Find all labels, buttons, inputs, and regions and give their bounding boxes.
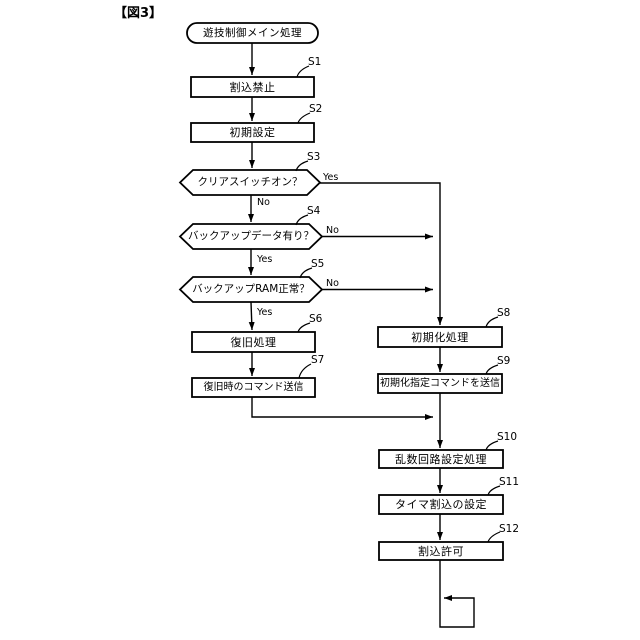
connector-s7-join bbox=[251, 397, 433, 420]
process-s10-label: 乱数回路設定処理 bbox=[395, 452, 487, 466]
step-label-s9: S9 bbox=[497, 355, 511, 367]
leader-s12 bbox=[487, 531, 501, 543]
step-label-s2: S2 bbox=[309, 103, 323, 115]
step-label-s12: S12 bbox=[499, 523, 520, 535]
process-s6-label: 復旧処理 bbox=[230, 335, 277, 349]
step-label-s6: S6 bbox=[309, 313, 323, 325]
leader-s9 bbox=[485, 364, 499, 375]
process-s12-label: 割込許可 bbox=[418, 544, 464, 558]
decision-s3-label: クリアスイッチオン？ bbox=[197, 176, 303, 189]
decision-s4-label: バックアップデータ有り？ bbox=[188, 230, 314, 243]
leader-s10 bbox=[485, 440, 499, 451]
step-label-s1: S1 bbox=[308, 56, 322, 68]
step-label-s8: S8 bbox=[497, 307, 511, 319]
s5-no-label: No bbox=[326, 278, 339, 289]
s4-no-label: No bbox=[326, 225, 339, 236]
connector-main-loop bbox=[439, 560, 475, 628]
leader-s5 bbox=[299, 267, 313, 279]
s3-yes-label: Yes bbox=[323, 172, 339, 183]
figure-label: 【図3】 bbox=[114, 6, 163, 21]
leader-s6 bbox=[297, 322, 311, 333]
leader-s8 bbox=[485, 316, 499, 328]
process-s9-label: 初期化指定コマンドを送信 bbox=[380, 377, 500, 389]
step-label-s10: S10 bbox=[497, 431, 518, 443]
process-s11-label: タイマ割込の設定 bbox=[395, 498, 487, 511]
connector-s3-yes-s8 bbox=[320, 182, 443, 325]
process-s7-shape bbox=[191, 377, 316, 398]
s5-yes-label: Yes bbox=[257, 307, 273, 318]
process-s7-label: 復旧時のコマンド送信 bbox=[203, 381, 304, 393]
connector-s5-yes-s6 bbox=[248, 301, 255, 331]
step-label-s5: S5 bbox=[311, 258, 325, 270]
step-label-s7: S7 bbox=[311, 354, 325, 366]
process-s6-shape bbox=[191, 331, 316, 353]
start-terminal-label: 遊技制御メイン処理 bbox=[203, 26, 302, 39]
process-s8-label: 初期化処理 bbox=[411, 330, 469, 344]
s4-yes-label: Yes bbox=[257, 254, 273, 265]
s3-no-label: No bbox=[257, 197, 270, 208]
step-label-s11: S11 bbox=[499, 476, 520, 488]
step-label-s3: S3 bbox=[307, 151, 321, 163]
process-s11-shape bbox=[378, 494, 504, 515]
leader-s1 bbox=[296, 65, 310, 78]
process-s2-label: 初期設定 bbox=[229, 126, 276, 139]
process-s12-shape bbox=[378, 541, 504, 561]
leader-s3 bbox=[295, 160, 309, 172]
leader-s7 bbox=[298, 363, 312, 379]
decision-s5-label: バックアップRAM正常？ bbox=[192, 283, 310, 296]
step-label-s4: S4 bbox=[307, 205, 321, 217]
leader-s4 bbox=[295, 214, 309, 226]
process-s1-label: 割込禁止 bbox=[229, 80, 276, 94]
leader-s2 bbox=[297, 112, 311, 124]
process-s10-shape bbox=[378, 449, 504, 469]
leader-s11 bbox=[487, 485, 501, 496]
